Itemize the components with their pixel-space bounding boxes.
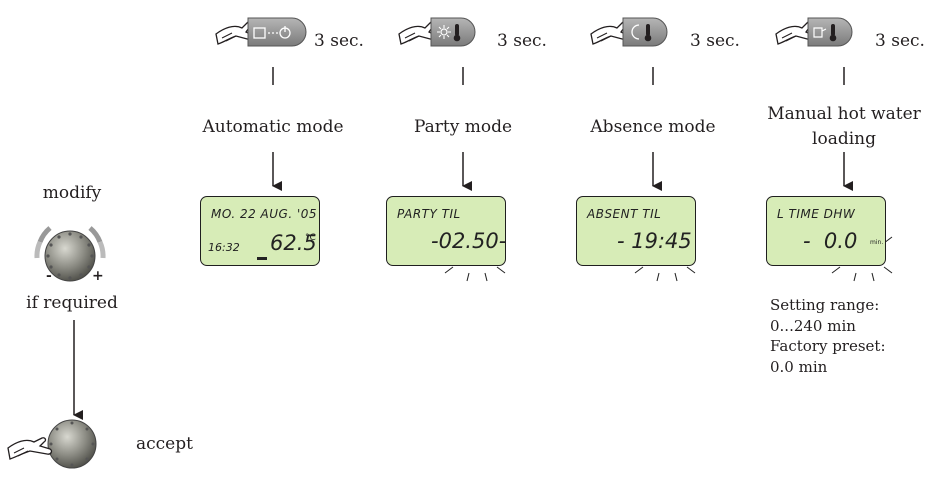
lcd-cursor bbox=[257, 257, 267, 260]
lcd-party-label: PARTY TIL bbox=[397, 207, 461, 221]
factory-preset-label: Factory preset: bbox=[770, 337, 886, 355]
knob-minus-sign: - bbox=[46, 268, 52, 284]
tap-thermometer-icon bbox=[813, 24, 837, 42]
if-required-label: if required bbox=[26, 293, 118, 313]
lcd-temperature-unit: °C bbox=[305, 233, 316, 243]
step-3-mode-label: Absence mode bbox=[590, 117, 716, 137]
step-4-mode-label-line-2: loading bbox=[812, 129, 876, 149]
modify-label: modify bbox=[42, 183, 102, 203]
setting-info: Setting range: 0...240 min Factory prese… bbox=[770, 295, 886, 377]
lcd-display-hot-water: L TIME DHW - 0.0 min. bbox=[766, 196, 886, 266]
lcd-absent-value: - 19:45 - bbox=[617, 229, 692, 266]
step-2-mode-label: Party mode bbox=[413, 117, 513, 137]
lcd-dhw-label: L TIME DHW bbox=[777, 207, 856, 221]
step-4-mode-label-line-1: Manual hot water bbox=[767, 104, 921, 124]
step-2-button bbox=[398, 17, 476, 47]
clock-standby-icon bbox=[253, 26, 291, 39]
step-1-duration: 3 sec. bbox=[314, 31, 364, 51]
step-1-button bbox=[215, 17, 307, 47]
step-3-duration: 3 sec. bbox=[690, 31, 740, 51]
accept-knob bbox=[7, 419, 97, 469]
factory-preset-value: 0.0 min bbox=[770, 357, 828, 376]
sun-thermometer-icon bbox=[437, 24, 461, 42]
lcd-date: MO. 22 AUG. '05 bbox=[211, 207, 318, 221]
hand-pointer-icon bbox=[7, 437, 53, 460]
lcd-temperature-value: 62.5 bbox=[270, 231, 317, 255]
lcd-party-value: -02.50- bbox=[431, 229, 506, 253]
step-4-duration: 3 sec. bbox=[875, 31, 925, 51]
accept-label: accept bbox=[136, 434, 193, 454]
step-1-mode-label: Automatic mode bbox=[202, 117, 344, 137]
connector-ticks bbox=[272, 67, 845, 85]
lcd-dhw-value: - 0.0 bbox=[803, 229, 858, 253]
lcd-display-automatic: MO. 22 AUG. '05 16:32 62.5 °C bbox=[200, 196, 320, 266]
step-3-button bbox=[590, 17, 668, 47]
lcd-absent-label: ABSENT TIL bbox=[587, 207, 662, 221]
lcd-dhw-unit: min. bbox=[870, 239, 884, 246]
moon-thermometer-icon bbox=[631, 24, 652, 42]
step-4-button bbox=[775, 17, 853, 47]
step-2-duration: 3 sec. bbox=[497, 31, 547, 51]
setting-range-label: Setting range: bbox=[770, 296, 880, 314]
modify-knob bbox=[34, 226, 106, 282]
lcd-display-absence: ABSENT TIL - 19:45 - bbox=[576, 196, 696, 266]
knob-plus-sign: + bbox=[92, 268, 104, 284]
lcd-display-party: PARTY TIL -02.50- bbox=[386, 196, 506, 266]
setting-range-value: 0...240 min bbox=[770, 316, 856, 335]
lcd-time: 16:32 bbox=[208, 241, 240, 254]
down-arrows bbox=[272, 152, 853, 191]
